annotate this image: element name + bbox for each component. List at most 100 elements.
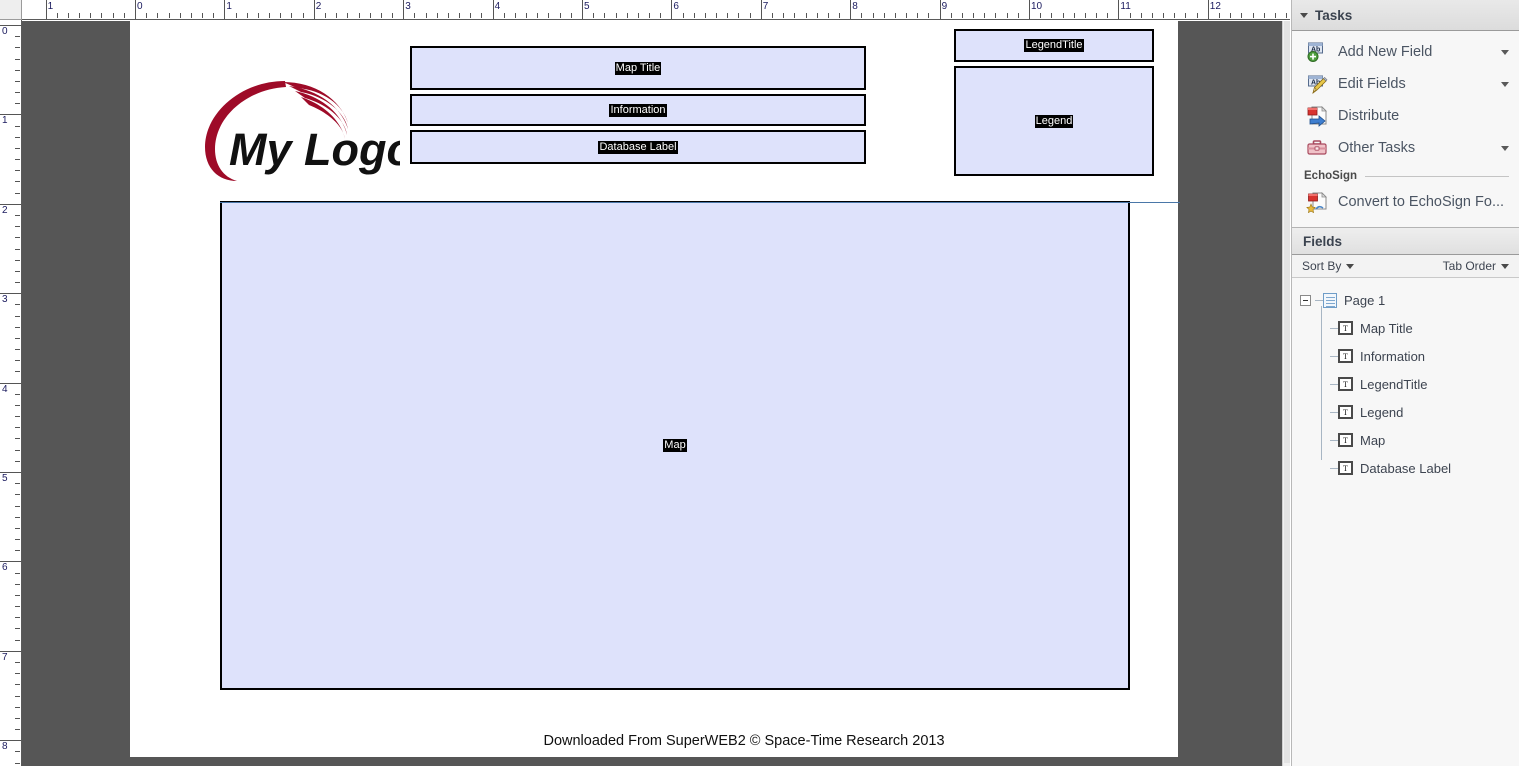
ruler-minor-tick xyxy=(1051,13,1053,18)
chevron-down-icon xyxy=(1346,263,1355,269)
ruler-minor-tick xyxy=(15,639,20,641)
ruler-minor-tick xyxy=(1163,13,1165,18)
divider-line xyxy=(1365,175,1509,177)
ruler-tick xyxy=(135,0,136,19)
ruler-minor-tick xyxy=(15,69,20,71)
ruler-minor-tick xyxy=(1151,13,1153,18)
tree-row-page-1[interactable]: Page 1 xyxy=(1292,286,1519,314)
ruler-minor-tick xyxy=(1185,13,1187,18)
ruler-minor-tick xyxy=(190,13,192,18)
chevron-down-icon[interactable] xyxy=(1501,81,1509,87)
fields-panel-header[interactable]: Fields xyxy=(1292,227,1519,255)
ruler-tick xyxy=(1207,0,1209,19)
ruler-tick xyxy=(671,0,673,19)
ruler-tick xyxy=(0,293,21,295)
text-field-icon: T xyxy=(1338,405,1353,419)
ruler-minor-tick xyxy=(470,13,472,18)
ruler-minor-tick xyxy=(168,13,170,18)
ruler-minor-tick xyxy=(15,226,20,228)
ruler-tick xyxy=(0,382,21,384)
echosign-section-divider: EchoSign xyxy=(1292,164,1519,186)
collapse-expander-icon[interactable] xyxy=(1300,294,1311,306)
scrollbar-thumb[interactable] xyxy=(1284,21,1290,763)
form-field-map-title[interactable]: Map Title xyxy=(410,46,866,90)
ruler-minor-tick xyxy=(257,13,259,18)
ruler-minor-tick xyxy=(570,13,572,18)
text-field-icon: T xyxy=(1338,321,1353,335)
ruler-label: 6 xyxy=(2,562,8,574)
form-field-information[interactable]: Information xyxy=(410,94,866,126)
tree-connector xyxy=(1330,327,1338,329)
form-field-legend[interactable]: Legend xyxy=(954,66,1154,176)
ruler-minor-tick xyxy=(15,427,20,429)
ruler-minor-tick xyxy=(1040,13,1042,18)
ruler-label: 5 xyxy=(584,1,590,12)
ruler-minor-tick xyxy=(526,13,528,18)
tree-label: Information xyxy=(1360,348,1426,364)
ruler-minor-tick xyxy=(1129,13,1131,18)
ruler-minor-tick xyxy=(101,13,103,18)
task-item-add-new-field[interactable]: Ab Add New Field xyxy=(1292,36,1519,68)
canvas-vertical-scrollbar[interactable] xyxy=(1282,21,1290,766)
ruler-tick xyxy=(1029,0,1030,19)
tasks-panel-header[interactable]: Tasks xyxy=(1292,0,1519,31)
task-item-other-tasks[interactable]: Other Tasks xyxy=(1292,132,1519,164)
form-field-map[interactable]: Map xyxy=(220,201,1130,690)
ruler-tick xyxy=(313,0,315,19)
ruler-minor-tick xyxy=(15,505,20,507)
ruler-minor-tick xyxy=(649,13,651,18)
ruler-minor-tick xyxy=(15,416,20,418)
task-item-distribute[interactable]: Distribute xyxy=(1292,100,1519,132)
ruler-minor-tick xyxy=(727,13,729,18)
form-field-database-label[interactable]: Database Label xyxy=(410,130,866,164)
ruler-tick xyxy=(224,0,226,19)
ruler-minor-tick xyxy=(56,13,58,18)
ruler-minor-tick xyxy=(15,449,20,451)
ruler-minor-tick xyxy=(15,404,20,406)
ruler-minor-tick xyxy=(15,617,20,619)
form-field-label: Map xyxy=(663,439,687,452)
ruler-minor-tick xyxy=(738,13,740,18)
ruler-tick xyxy=(492,0,494,19)
ruler-label: 3 xyxy=(405,1,411,12)
chevron-down-icon[interactable] xyxy=(1501,145,1509,151)
ruler-minor-tick xyxy=(358,13,360,18)
ruler-minor-tick xyxy=(15,695,20,697)
ruler-minor-tick xyxy=(984,13,986,18)
fields-panel-title: Fields xyxy=(1303,233,1343,249)
ruler-minor-tick xyxy=(548,13,550,18)
task-item-convert-to-echosign[interactable]: Convert to EchoSign Fo... xyxy=(1292,186,1519,218)
sort-by-dropdown[interactable]: Sort By xyxy=(1302,259,1355,273)
ruler-minor-tick xyxy=(537,13,539,18)
form-field-label: Information xyxy=(609,103,667,117)
ruler-minor-tick xyxy=(15,337,20,339)
ruler-tick xyxy=(0,25,21,26)
task-item-edit-fields[interactable]: Ab Edit Fields xyxy=(1292,68,1519,100)
tree-label: Page 1 xyxy=(1344,292,1386,308)
form-field-legend-title[interactable]: LegendTitle xyxy=(954,29,1154,62)
ruler-tick xyxy=(0,650,21,652)
ruler-minor-tick xyxy=(15,170,20,172)
ruler-minor-tick xyxy=(626,13,628,18)
ruler-minor-tick xyxy=(179,13,181,18)
tree-connector xyxy=(1330,439,1338,441)
chevron-down-icon[interactable] xyxy=(1501,49,1509,55)
tree-connector-line xyxy=(1321,306,1322,460)
ruler-label: 7 xyxy=(762,1,769,12)
ruler-minor-tick xyxy=(15,36,20,38)
ruler-minor-tick xyxy=(15,214,20,216)
ruler-minor-tick xyxy=(15,371,20,373)
ruler-minor-tick xyxy=(15,539,20,541)
tab-order-dropdown[interactable]: Tab Order xyxy=(1443,259,1509,273)
ruler-label: 3 xyxy=(2,294,8,306)
